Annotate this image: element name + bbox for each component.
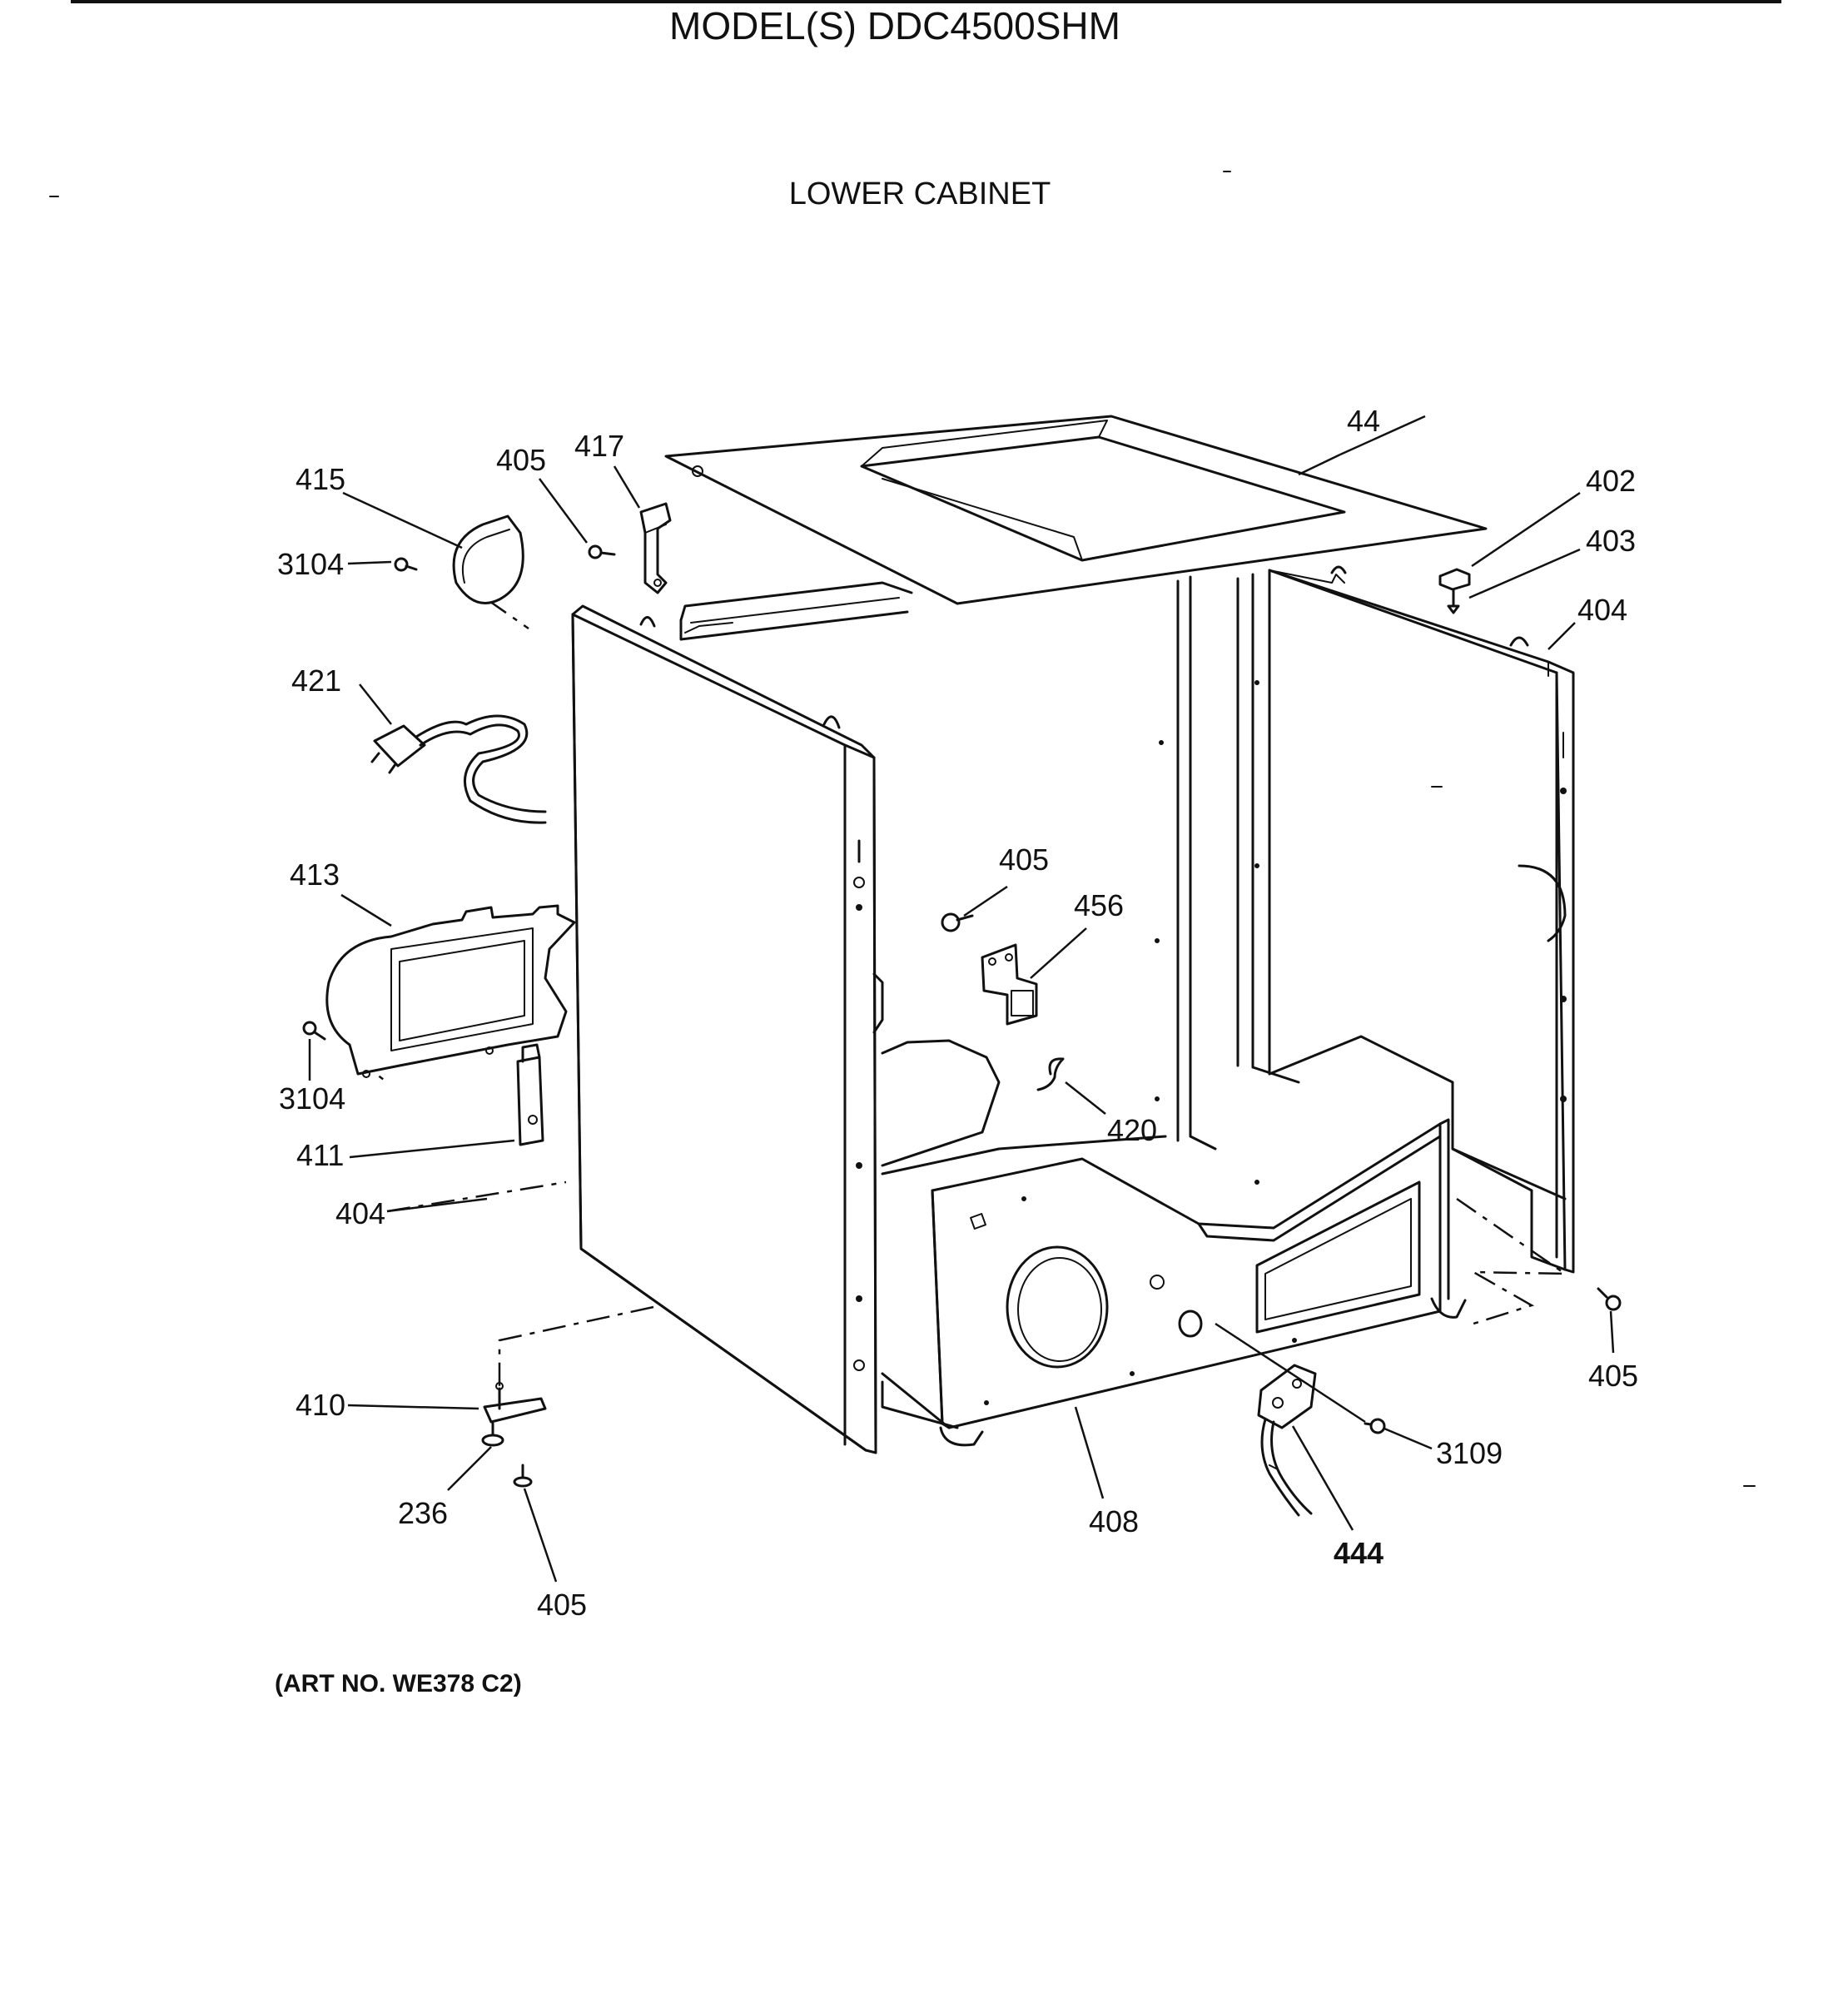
left-side-panel-404	[571, 604, 884, 1454]
top-panel-44	[664, 415, 1488, 605]
callout-404-left: 404	[335, 1196, 385, 1230]
callout-421: 421	[291, 664, 341, 698]
callout-413: 413	[290, 857, 340, 892]
part-3104-screw-mid	[302, 1021, 326, 1041]
callout-456: 456	[1074, 888, 1124, 922]
part-415-vent-cover	[452, 514, 524, 604]
callout-417: 417	[574, 429, 624, 463]
callout-405-bottom: 405	[537, 1588, 587, 1622]
alignment-dash	[486, 598, 529, 630]
callout-444: 444	[1334, 1536, 1384, 1570]
callout-415: 415	[296, 462, 345, 496]
callout-3109: 3109	[1436, 1436, 1503, 1470]
part-402-clip	[1438, 568, 1471, 591]
part-405-screw-right	[1597, 1287, 1622, 1311]
part-405-screw-mid	[941, 912, 974, 932]
rear-bottom-frame	[881, 1039, 1167, 1175]
part-410-plate	[483, 1382, 547, 1424]
rear-top-rail	[679, 581, 913, 641]
right-side-panel-404	[1254, 565, 1575, 1274]
section-title: LOWER CABINET	[789, 176, 1051, 211]
callout-405-right: 405	[1588, 1359, 1638, 1393]
callout-3104-mid: 3104	[279, 1081, 345, 1116]
callout-408: 408	[1089, 1504, 1139, 1538]
part-417-bracket	[639, 502, 672, 594]
part-403-screw	[1447, 588, 1460, 614]
alignment-dash	[386, 1180, 567, 1213]
part-413-access-panel	[325, 904, 576, 1078]
callout-411: 411	[296, 1138, 344, 1172]
art-number: (ART NO. WE378 C2)	[275, 1670, 522, 1697]
part-3109-screw	[1364, 1418, 1386, 1434]
callout-236: 236	[398, 1496, 448, 1530]
page-title: MODEL(S) DDC4500SHM	[669, 4, 1120, 47]
callout-403: 403	[1586, 524, 1636, 558]
callout-3104-top: 3104	[277, 547, 344, 581]
part-421-power-cord	[370, 714, 547, 824]
rear-frame	[1155, 573, 1300, 1151]
alignment-dash	[498, 1305, 654, 1407]
callout-420: 420	[1107, 1113, 1157, 1147]
part-405-screw-top	[588, 544, 616, 559]
callout-404-right: 404	[1577, 593, 1627, 627]
front-base-panel-408	[881, 1118, 1467, 1447]
part-3104-screw-top	[394, 557, 418, 572]
callout-405-mid: 405	[999, 842, 1049, 877]
callout-44: 44	[1347, 404, 1380, 438]
part-456-bracket	[981, 943, 1038, 1026]
callout-405-top: 405	[496, 443, 546, 477]
callout-410: 410	[296, 1388, 345, 1422]
leader-lines	[308, 415, 1615, 1583]
part-405-screw-bottom	[513, 1464, 533, 1488]
part-411-bracket	[516, 1043, 544, 1146]
callout-402: 402	[1586, 464, 1636, 498]
part-444-door-switch	[1257, 1364, 1317, 1517]
part-236-foot	[481, 1422, 504, 1447]
